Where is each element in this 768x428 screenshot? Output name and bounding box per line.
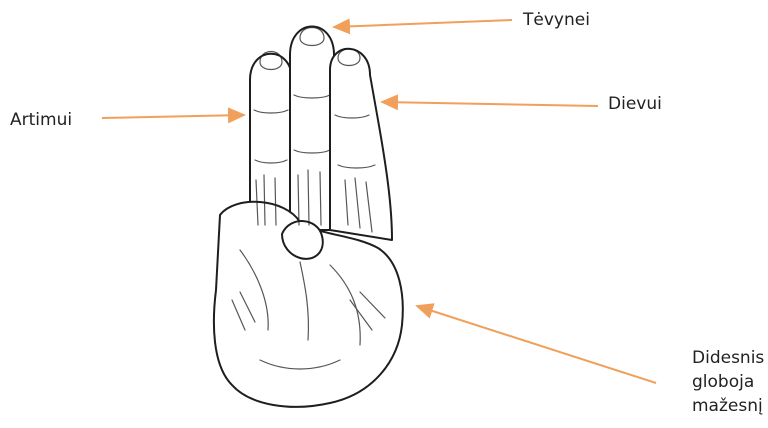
arrow-to-right-finger xyxy=(380,94,599,111)
arrow-to-middle-finger xyxy=(332,18,513,35)
arrow-to-thumb xyxy=(415,303,657,384)
label-artimui: Artimui xyxy=(10,110,73,130)
caption-line-2: globoja xyxy=(692,372,755,392)
label-dievui: Dievui xyxy=(608,94,662,114)
label-tevynei: Tėvynei xyxy=(523,10,590,30)
caption-line-1: Didesnis xyxy=(692,348,765,368)
thumb xyxy=(281,220,324,260)
caption-thumb: Didesnis globoja mažesnį xyxy=(692,346,764,418)
arrow-to-left-finger xyxy=(101,107,246,124)
caption-line-3: mažesnį xyxy=(692,396,763,416)
